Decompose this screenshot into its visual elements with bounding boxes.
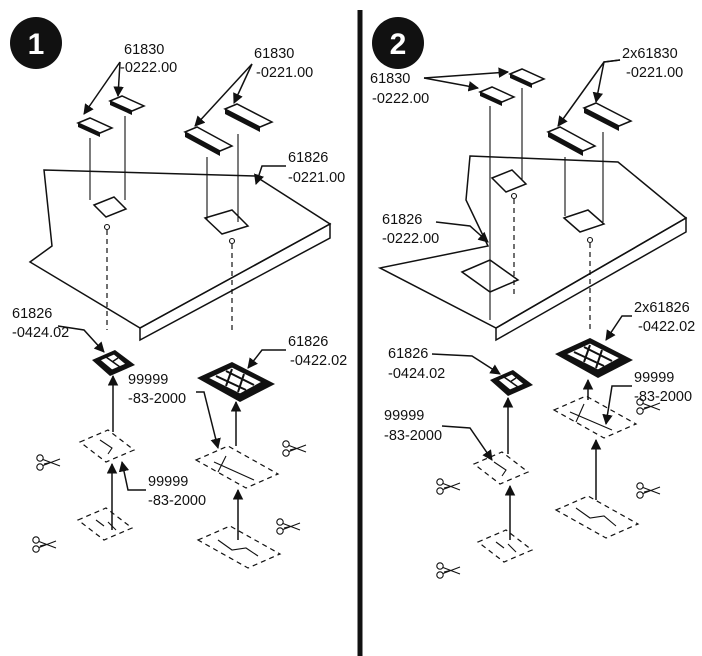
step-badge-2 bbox=[372, 17, 424, 69]
scissors-icon bbox=[32, 536, 57, 553]
label-template-2b-a: 99999 bbox=[634, 370, 674, 386]
label-large-box-1b: -0422.02 bbox=[290, 353, 347, 369]
part-61830-0221-right bbox=[546, 102, 633, 156]
template-large-upper-1 bbox=[194, 445, 280, 489]
panel-1 bbox=[28, 169, 332, 342]
label-large-box-2b: -0422.02 bbox=[638, 319, 695, 335]
box-large-2 bbox=[555, 338, 633, 378]
label-template-1b-a: 99999 bbox=[128, 372, 168, 388]
scissors-icon bbox=[436, 562, 461, 579]
scissors-icon bbox=[276, 518, 301, 535]
label-part-0221-2b: -0221.00 bbox=[626, 65, 683, 81]
template-large-lower-1 bbox=[196, 525, 282, 569]
box-small-1 bbox=[92, 350, 135, 376]
label-template-2a-b: -83-2000 bbox=[384, 428, 442, 444]
scissors-icon bbox=[436, 478, 461, 495]
label-part-0222-1a: 61830 bbox=[124, 42, 164, 58]
template-small-lower-2 bbox=[476, 529, 534, 563]
label-part-0221-2a: 2x61830 bbox=[622, 46, 678, 62]
label-template-1a-a: 99999 bbox=[148, 474, 188, 490]
label-panel-2b: -0222.00 bbox=[382, 231, 439, 247]
scissors-icon bbox=[36, 454, 61, 471]
scissors-icon bbox=[282, 440, 307, 457]
label-part-0221-1a: 61830 bbox=[254, 46, 294, 62]
label-small-box-2a: 61826 bbox=[388, 346, 428, 362]
label-panel-1b: -0221.00 bbox=[288, 170, 345, 186]
label-part-0222-2b: -0222.00 bbox=[372, 91, 429, 107]
scissors-icon bbox=[636, 482, 661, 499]
step-1: 1 61830 -0222.00 61830 -0221.00 61 bbox=[10, 17, 347, 569]
label-panel-1a: 61826 bbox=[288, 150, 328, 166]
step-number-2: 2 bbox=[390, 28, 407, 61]
part-61830-0222-right bbox=[478, 68, 546, 106]
label-template-2a-a: 99999 bbox=[384, 408, 424, 424]
step-badge-1 bbox=[10, 17, 62, 69]
step-2: 2 61830 -0222.00 2x61830 -0221.00 618 bbox=[370, 17, 695, 579]
label-small-box-1b: -0424.02 bbox=[12, 325, 69, 341]
part-61830-0221-left bbox=[183, 103, 274, 156]
label-large-box-1a: 61826 bbox=[288, 334, 328, 350]
label-part-0222-2a: 61830 bbox=[370, 71, 410, 87]
label-large-box-2a: 2x61826 bbox=[634, 300, 690, 316]
box-large-1 bbox=[197, 362, 275, 402]
label-panel-2a: 61826 bbox=[382, 212, 422, 228]
label-template-2b-b: -83-2000 bbox=[634, 389, 692, 405]
label-template-1a-b: -83-2000 bbox=[148, 493, 206, 509]
panel-2 bbox=[377, 155, 688, 342]
label-template-1b-b: -83-2000 bbox=[128, 391, 186, 407]
template-small-upper-2 bbox=[472, 451, 530, 485]
template-large-upper-2 bbox=[552, 395, 638, 439]
template-large-lower-2 bbox=[554, 495, 640, 539]
template-small-upper-1 bbox=[78, 429, 136, 463]
label-part-0222-1b: -0222.00 bbox=[120, 60, 177, 76]
label-part-0221-1b: -0221.00 bbox=[256, 65, 313, 81]
label-small-box-2b: -0424.02 bbox=[388, 366, 445, 382]
box-small-2 bbox=[490, 370, 533, 396]
template-small-lower-1 bbox=[76, 507, 134, 541]
label-small-box-1a: 61826 bbox=[12, 306, 52, 322]
step-number-1: 1 bbox=[28, 28, 45, 61]
part-61830-0222-left bbox=[76, 95, 146, 137]
